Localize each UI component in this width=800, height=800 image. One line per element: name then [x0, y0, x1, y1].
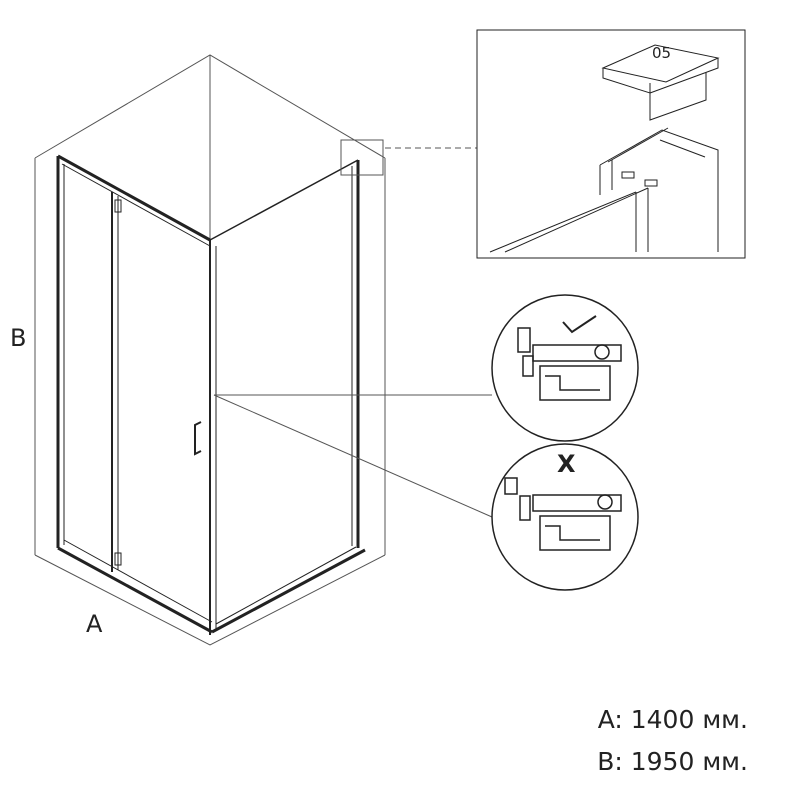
cross-icon: X [557, 450, 576, 478]
dimension-a-value: A: 1400 мм. [598, 707, 748, 732]
seal-detail-correct [491, 294, 639, 442]
side-panel [209, 159, 366, 634]
dimension-a-number: 1400 мм. [630, 705, 748, 734]
dimension-a-label: A [86, 610, 103, 638]
corner-profile [209, 240, 217, 635]
checkmark-icon [562, 315, 597, 334]
top-cap-detail [489, 44, 720, 253]
dimension-a-key: A: [597, 705, 623, 734]
door-panel-front [56, 154, 213, 634]
dimension-b-label: B [10, 324, 27, 352]
detail-tag-05: 05 [652, 44, 672, 62]
dimension-b-value: B: 1950 мм. [597, 749, 748, 774]
door-handle [194, 421, 202, 456]
dimension-b-key: B: [597, 747, 623, 776]
detail-callout-top [340, 29, 746, 259]
leader-lines [213, 394, 493, 518]
seal-detail-wrong [491, 443, 639, 591]
room-walls [34, 54, 386, 646]
dimension-b-number: 1950 мм. [630, 747, 748, 776]
